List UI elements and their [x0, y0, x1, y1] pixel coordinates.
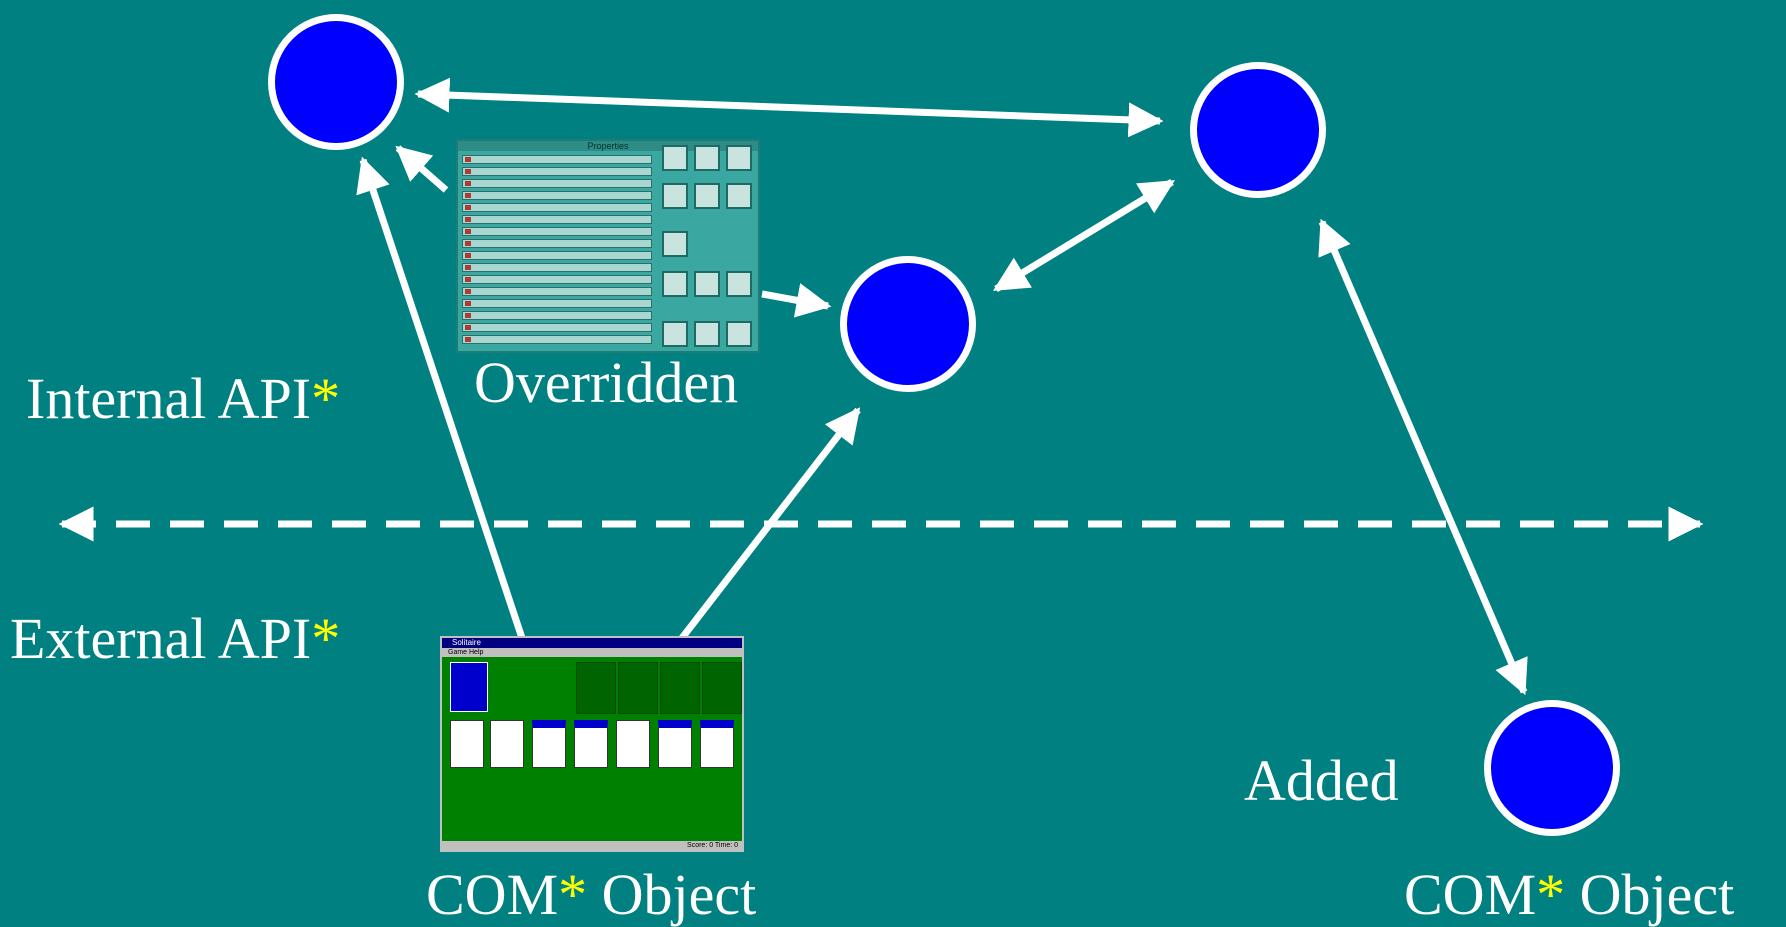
com-text: COM [1404, 862, 1537, 927]
arrow-dialog-to-top-left [395, 145, 449, 193]
playing-card [658, 720, 692, 768]
com-text: COM [426, 862, 559, 927]
foundation-slot [576, 662, 616, 714]
com-object-label-right: COM* Object [1404, 866, 1734, 924]
foundation-slot [660, 662, 700, 714]
asterisk: * [1536, 862, 1566, 927]
toolbar-icon [662, 321, 688, 347]
solitaire-window-thumbnail: Solitaire Game Help Score: 0 Time: 0 [440, 636, 744, 852]
arrow-solitaire-to-middle [679, 407, 861, 641]
external-api-text: External API [10, 606, 312, 671]
foundation-slot [702, 662, 742, 714]
toolbar-icon [694, 145, 720, 171]
toolbar-icon [694, 321, 720, 347]
node-top-right [1190, 62, 1326, 198]
solitaire-deck [450, 662, 488, 712]
list-item [462, 179, 652, 188]
arrow-middle-to-top-right [993, 179, 1175, 292]
asterisk: * [311, 366, 341, 431]
list-item [462, 155, 652, 164]
toolbar-icon [662, 145, 688, 171]
object-text: Object [1579, 862, 1735, 927]
foundation-slot [618, 662, 658, 714]
toolbar-icon [726, 183, 752, 209]
list-item [462, 323, 652, 332]
arrow-solitaire-to-top-left [356, 156, 526, 640]
list-item [462, 251, 652, 260]
playing-card [490, 720, 524, 768]
object-text: Object [601, 862, 757, 927]
node-top-left [268, 14, 404, 150]
list-item [462, 299, 652, 308]
list-item [462, 167, 652, 176]
toolbar-icon [694, 183, 720, 209]
solitaire-status-bar: Score: 0 Time: 0 [442, 841, 742, 850]
playing-card [700, 720, 734, 768]
list-item [462, 263, 652, 272]
arrow-dialog-to-middle [761, 283, 832, 318]
asterisk: * [311, 606, 341, 671]
list-item [462, 275, 652, 284]
external-api-label: External API* [10, 610, 340, 668]
arrow-top-left-to-top-right [414, 77, 1164, 138]
playing-card [616, 720, 650, 768]
properties-dialog-thumbnail: Properties [456, 139, 760, 353]
list-item [462, 311, 652, 320]
toolbar-icon [694, 271, 720, 297]
node-added [1484, 700, 1620, 836]
arrow-top-right-to-added [1318, 218, 1528, 696]
list-item [462, 239, 652, 248]
toolbar-icon [662, 271, 688, 297]
solitaire-title-bar: Solitaire [442, 638, 742, 648]
toolbar-icon [662, 231, 688, 257]
toolbar-icon [726, 321, 752, 347]
toolbar-icon [726, 145, 752, 171]
toolbar-icon [662, 183, 688, 209]
list-item [462, 215, 652, 224]
list-item [462, 227, 652, 236]
internal-api-label: Internal API* [26, 370, 340, 428]
list-item [462, 287, 652, 296]
playing-card [574, 720, 608, 768]
properties-dialog-title: Properties [458, 141, 758, 151]
list-item [462, 191, 652, 200]
playing-card [450, 720, 484, 768]
node-middle [840, 256, 976, 392]
playing-card [532, 720, 566, 768]
added-label: Added [1244, 748, 1399, 813]
list-item [462, 335, 652, 344]
toolbar-icon [726, 271, 752, 297]
solitaire-menu-bar: Game Help [442, 648, 742, 657]
com-object-label-left: COM* Object [426, 866, 756, 924]
overridden-label: Overridden [474, 350, 739, 415]
list-item [462, 203, 652, 212]
internal-api-text: Internal API [26, 366, 312, 431]
asterisk: * [558, 862, 588, 927]
